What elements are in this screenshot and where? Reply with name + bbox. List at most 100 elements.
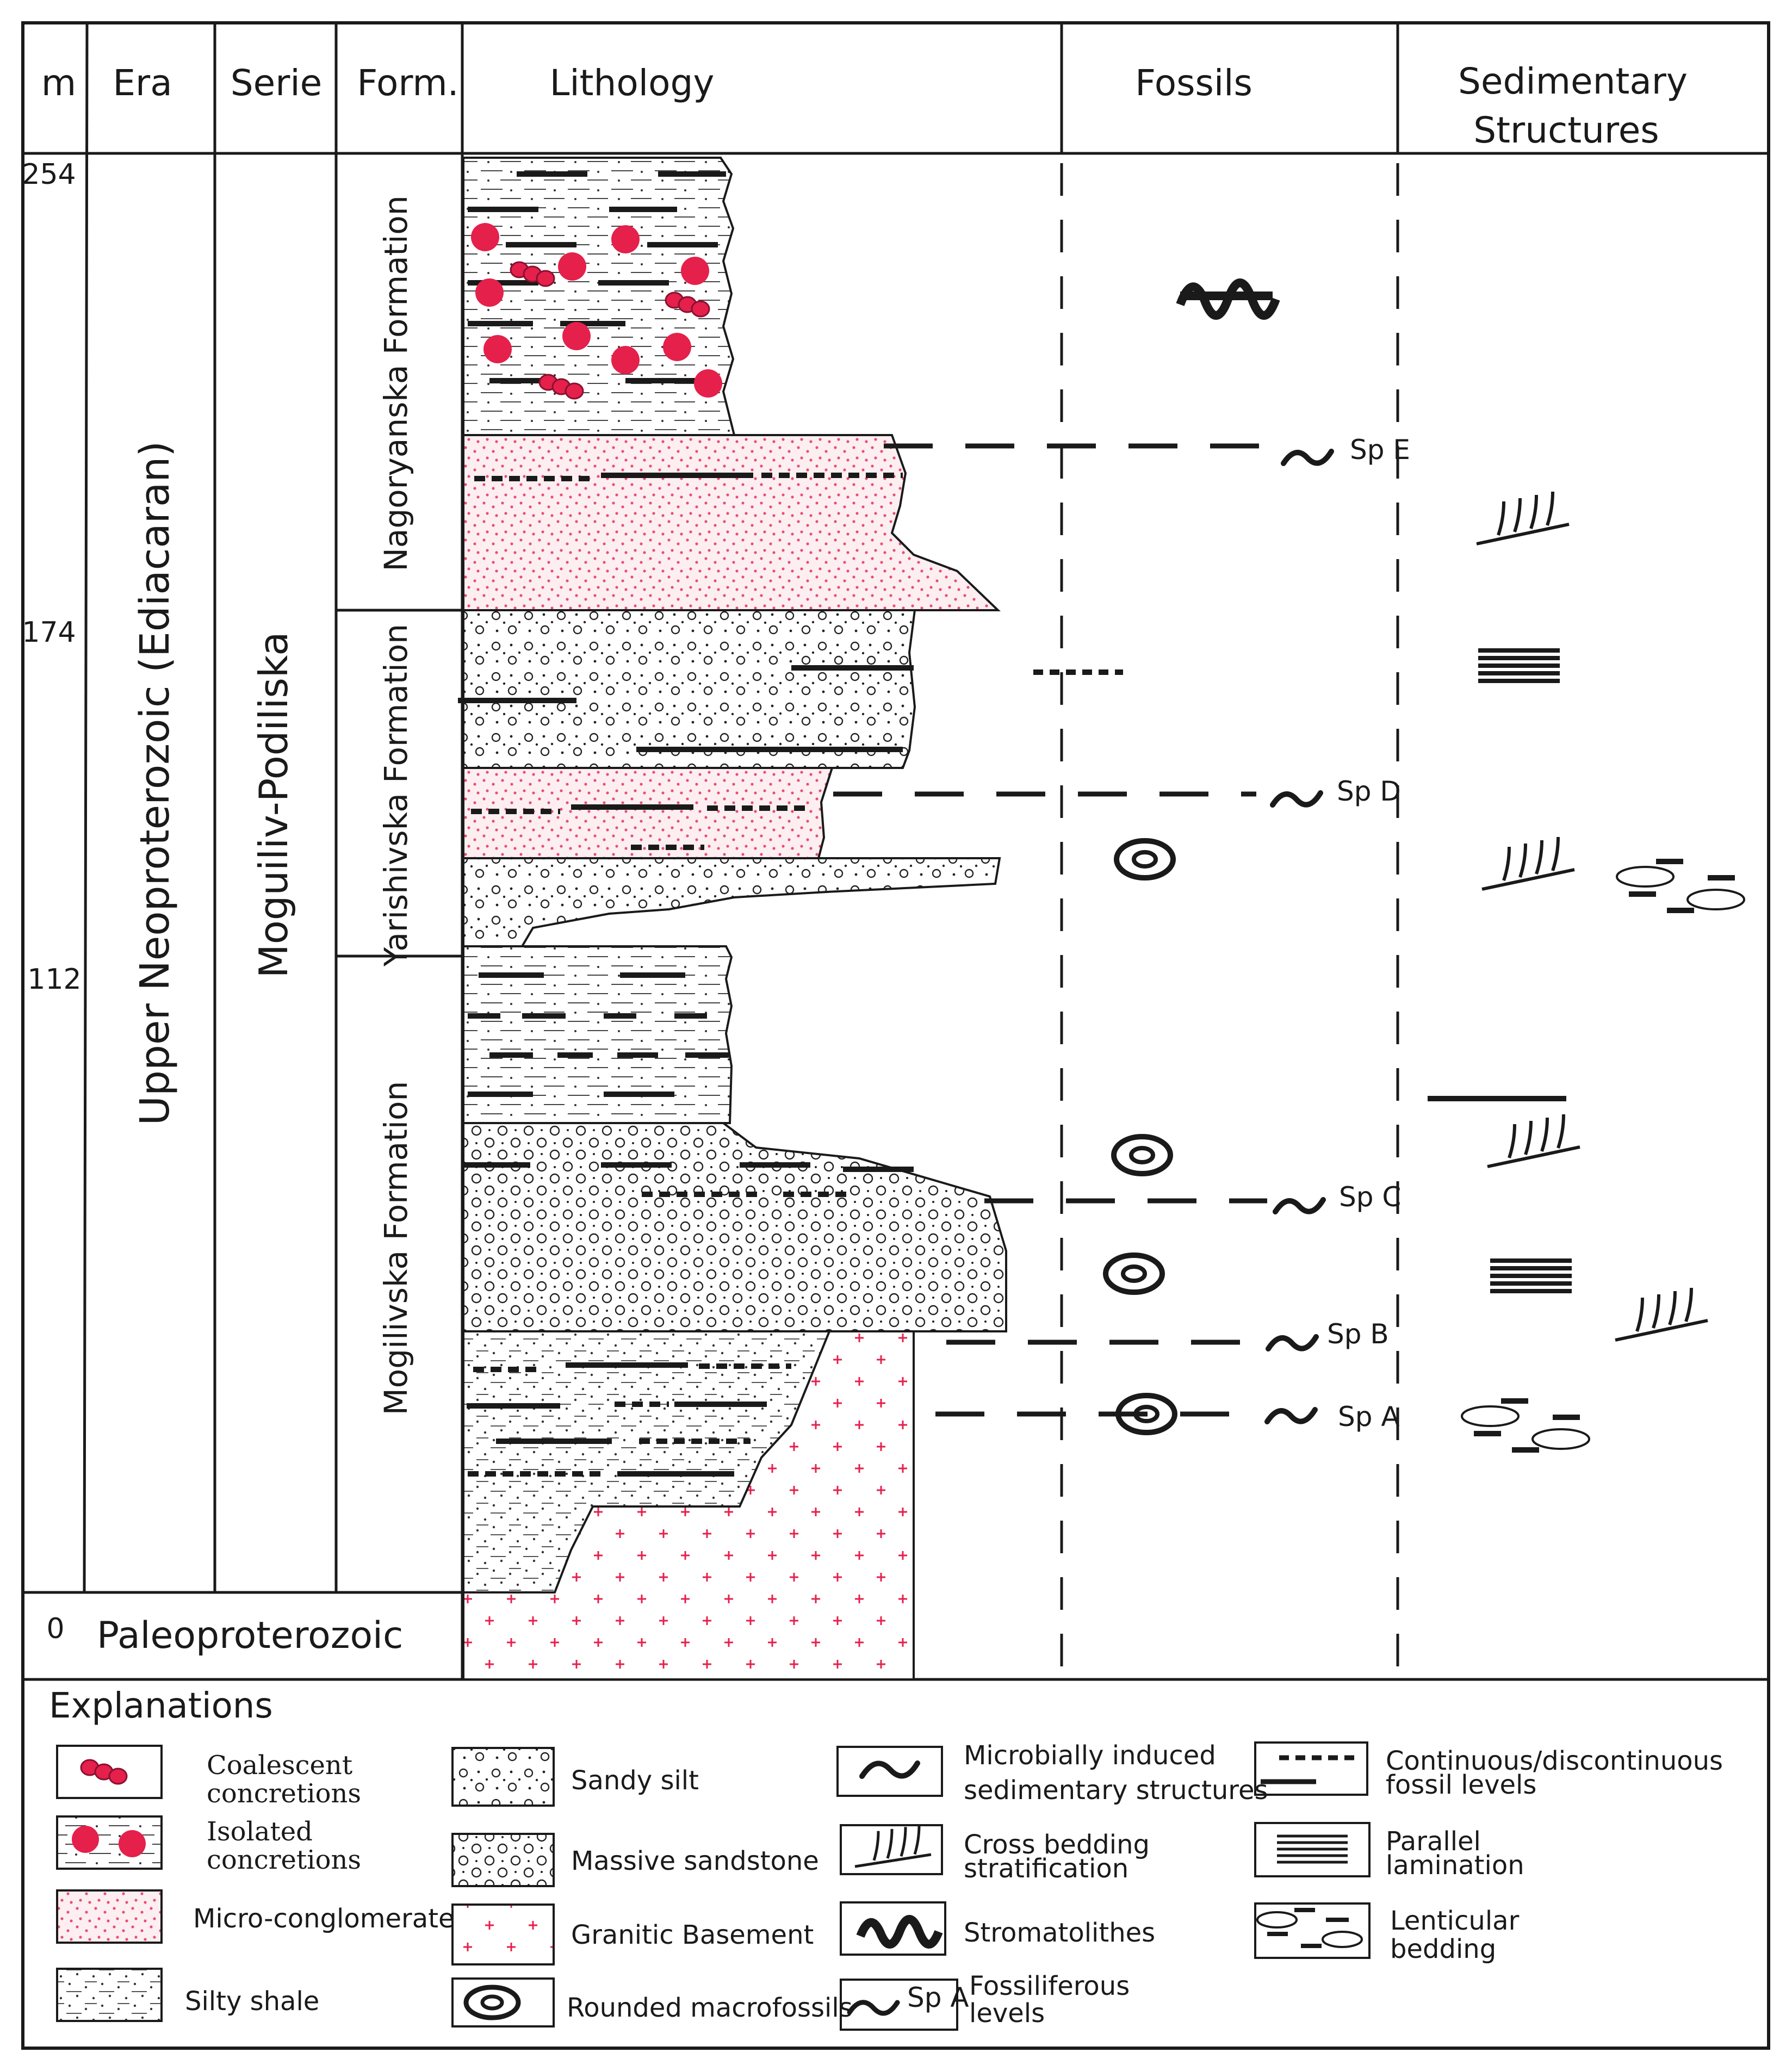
legend-label-lenticular-2: bedding [1390,1934,1496,1964]
legend-box-sandy-silt [451,1747,555,1807]
mis-icon-spD [1270,790,1323,808]
legend-label-mis-2: sedimentary structures [964,1775,1268,1806]
coalescent-concretion [565,382,584,400]
cross-bedding-icon [1518,843,1527,878]
header-lithology: Lithology [550,62,715,104]
legend-label-coalescent-1: Coalescent [207,1750,352,1781]
legend-label-continuous-2: fossil levels [1386,1770,1536,1800]
cross-bedding-icon [1508,1124,1516,1158]
coalescent-concretion [691,300,710,318]
formation-mogilivska: Mogilivska Formation [377,1081,414,1416]
header-fossils: Fossils [1135,62,1252,104]
cross-bedding-icon [1529,494,1538,529]
coalescent-concretion [536,270,555,287]
legend-label-parallel-1: Parallel [1386,1826,1481,1857]
legend-label-continuous-1: Continuous/discontinuous [1386,1746,1723,1776]
cross-bedding-icon [1524,1120,1533,1155]
rounded-macrofossil [1115,1393,1177,1435]
outer-border [21,21,1770,2050]
legend-label-lenticular-1: Lenticular [1390,1906,1520,1936]
legend-cross-icon [913,1825,921,1855]
legend-label-micro-conglomerate: Micro-conglomerate [193,1903,455,1934]
legend-label-cross-2: stratification [964,1853,1128,1884]
cross-bedding-icon [1557,1114,1565,1149]
legend-label-isolated-1: Isolated [207,1816,313,1847]
unit-silty-shale-upper [462,945,733,1124]
header-sedimentary-line1: Sedimentary [1458,60,1688,102]
divider-m-era [83,22,89,1593]
isolated-concretion [611,225,640,253]
legend-icon-fossil-level-text: Sp A [907,1982,969,2013]
column-frame [21,21,1770,2050]
depth-tick-174: 174 [22,616,76,649]
fossil-level-label-spB: Sp B [1327,1318,1389,1350]
legend-lent-ellipse [1322,1931,1363,1948]
legend-rounded-icon [463,1985,521,2020]
cross-bedding-icon [1652,1294,1660,1329]
depth-tick-254: 254 [22,158,76,191]
legend-coalescent-dot [108,1768,128,1785]
legend-cross-icon [886,1828,894,1859]
lithology-column [462,157,1007,1681]
legend-label-parallel-2: lamination [1386,1850,1524,1881]
cross-bedding-icon [1684,1287,1693,1322]
cross-bedding-icon [1481,868,1575,891]
isolated-concretion [611,346,640,374]
cross-bedding-icon [1668,1291,1677,1325]
cross-bedding-icon [1535,840,1543,875]
isolated-concretion [558,252,586,281]
formation-nagoryanska: Nagoryanska Formation [377,195,414,571]
legend-label-granitic-basement: Granitic Basement [571,1920,814,1950]
lenticular-bedding-icon [1686,889,1745,910]
legend-box-continuous [1254,1741,1368,1796]
unit-micro-conglomerate-middle [462,767,834,859]
lithology-overlay [458,171,1267,1477]
formation-yarishivska: Yarishivska Formation [377,624,414,967]
cross-bedding-icon [1497,501,1505,536]
legend-fossil-level-icon [847,2000,900,2016]
unit-sandy-silt-upper [462,609,916,769]
fossil-level-label-spC: Sp C [1339,1181,1401,1213]
mis-icon-spC [1273,1197,1326,1214]
header-serie: Serie [231,62,323,104]
cross-bedding-icon [1551,836,1560,871]
cross-bedding-icon [1487,1145,1580,1168]
unit-massive-sandstone [462,1122,1007,1332]
depth-tick-0: 0 [46,1613,64,1645]
legend-label-fossiliferous-2: levels [969,1998,1045,2029]
isolated-concretion [471,223,499,251]
isolated-concretion [483,335,512,363]
legend-label-rounded-macrofossils: Rounded macrofossils [567,1993,853,2023]
legend-label-cross-1: Cross bedding [964,1830,1150,1860]
rounded-macrofossil [1114,838,1176,881]
lenticular-bedding-icon [1531,1428,1590,1450]
unit-silty-shale-lower [462,1330,831,1593]
legend-label-fossiliferous-1: Fossiliferous [969,1971,1130,2001]
sedimentary-structures-column [1428,491,1745,1453]
cross-bedding-icon [1615,1319,1708,1342]
legend-cross-icon [900,1827,907,1857]
serie-moguiliv-podiliska: Moguiliv-Podiliska [251,632,296,978]
legend-box-granitic-basement [451,1903,555,1965]
fossils-column [1103,278,1334,1435]
legend-label-mis-1: Microbially induced [964,1740,1216,1771]
legend-isolated-dot [119,1830,146,1857]
rounded-macrofossil [1121,1264,1147,1283]
era-upper-neoproterozoic: Upper Neoproterozoic (Ediacaran) [132,441,178,1125]
isolated-concretion [681,257,709,285]
cross-bedding-icon [1476,523,1570,545]
depth-tick-112: 112 [27,963,81,996]
header-m: m [41,62,76,104]
legend-rounded-icon [480,1994,504,2011]
unit-micro-conglomerate-upper [462,434,1001,611]
rounded-macrofossil [1103,1252,1165,1295]
isolated-concretion [663,333,691,361]
legend-isolated-dot [72,1826,99,1853]
cross-bedding-icon [1513,498,1522,532]
rounded-macrofossil [1129,1146,1155,1164]
header-era: Era [113,62,172,104]
rounded-macrofossil [1133,1405,1159,1423]
rounded-macrofossil [1111,1134,1173,1176]
isolated-concretion [475,278,504,307]
